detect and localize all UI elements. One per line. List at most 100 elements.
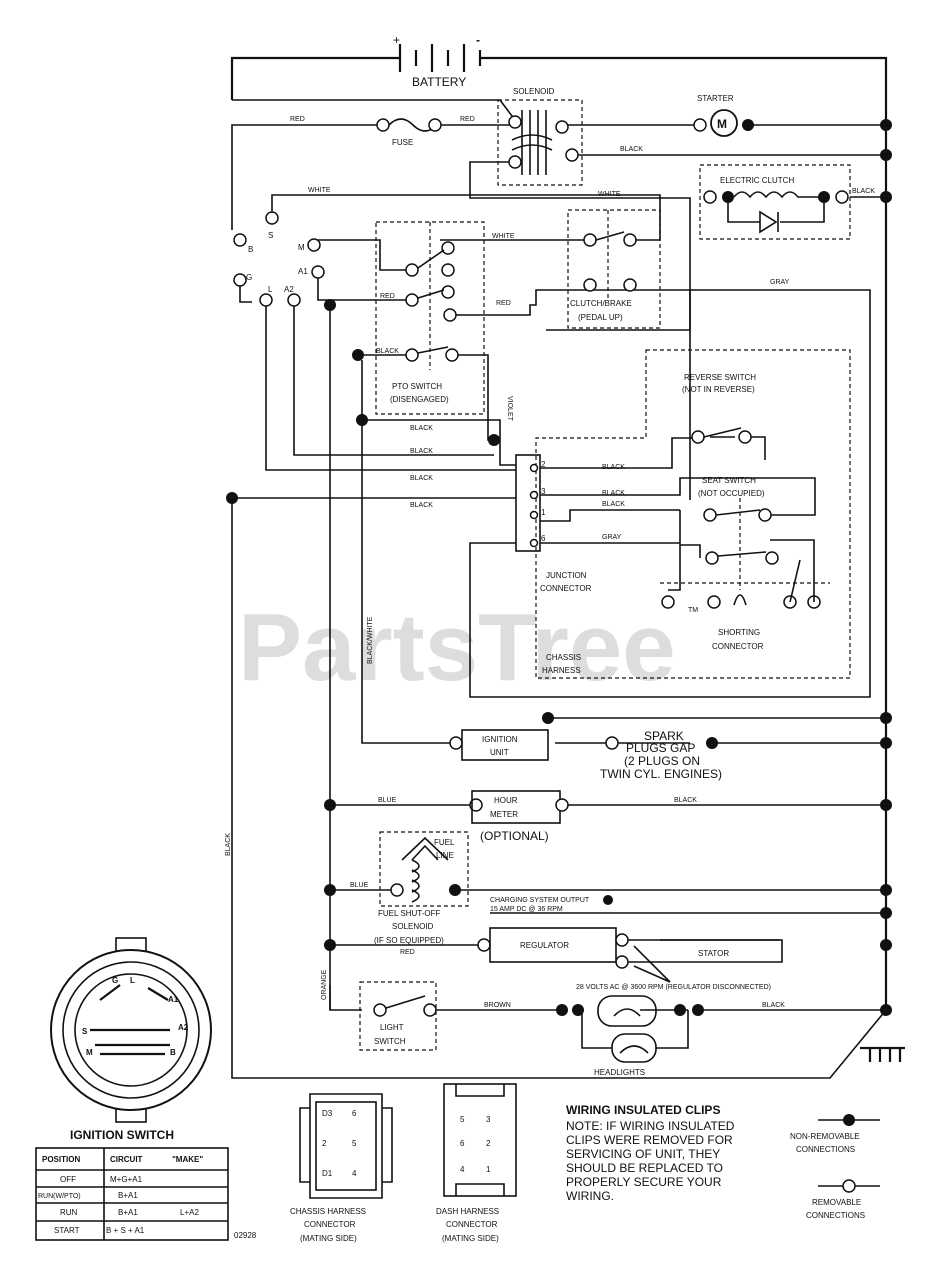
fuel-solenoid-line1: FUEL SHUT-OFF (378, 909, 440, 918)
regulator-label: REGULATOR (520, 941, 569, 950)
switch-term-L: L (130, 976, 135, 985)
ignition-switch-title: IGNITION SWITCH (70, 1128, 174, 1142)
charging-line1: CHARGING SYSTEM OUTPUT (490, 897, 590, 904)
fuel-solenoid-line3: (IF SO EQUIPPED) (374, 936, 444, 945)
solenoid: SOLENOID (497, 87, 583, 186)
dash-connector-line3: (MATING SIDE) (442, 1234, 499, 1243)
switch-term-A1: A1 (168, 995, 179, 1004)
ignition-unit: IGNITION UNIT SPARK PLUGS GAP (2 PLUGS O… (449, 712, 722, 781)
wire-label: WHITE (598, 191, 621, 198)
ignition-switch-terminals: S M B A1 G L A2 (233, 211, 325, 307)
wire-label: BLACK (376, 348, 399, 355)
table-cell: RUN(W/PTO) (38, 1193, 81, 1200)
dash-pin: 2 (486, 1139, 491, 1148)
junction-pin: 6 (541, 534, 546, 543)
wire-label: BLACK (410, 502, 433, 509)
clutch-brake-line2: (PEDAL UP) (578, 313, 623, 322)
dash-pin: 3 (486, 1115, 491, 1124)
wire-label: BLACK (620, 146, 643, 153)
diagram-number: 02928 (234, 1231, 257, 1240)
pto-switch-line1: PTO SWITCH (392, 382, 442, 391)
wire-label: BLACK (602, 490, 625, 497)
wire-label: BLACK (852, 188, 875, 195)
wire-label: BLACK (225, 833, 232, 856)
legend-non-removable-line1: NON-REMOVABLE (790, 1132, 860, 1141)
fuse: FUSE (376, 118, 442, 147)
stator-label: STATOR (698, 949, 729, 958)
hour-meter: HOUR METER (OPTIONAL) (469, 790, 569, 843)
watermark: PartsTree (238, 594, 676, 701)
ac-note: 28 VOLTS AC @ 3600 RPM (REGULATOR DISCON… (576, 984, 771, 991)
table-cell: OFF (60, 1175, 76, 1184)
starter-label: STARTER (697, 94, 734, 103)
battery-minus: - (476, 33, 480, 47)
ignition-switch-table: POSITION CIRCUIT "MAKE" OFF M+G+A1 RUN(W… (35, 1147, 257, 1241)
seat-switch-line2: (NOT OCCUPIED) (698, 489, 765, 498)
table-cell: M+G+A1 (110, 1175, 143, 1184)
clips-note-line: NOTE: IF WIRING INSULATED (566, 1119, 735, 1133)
wire-label: BLUE (378, 797, 397, 804)
table-cell: B+A1 (118, 1208, 138, 1217)
term-S: S (268, 231, 273, 240)
chassis-connector-line2: CONNECTOR (304, 1220, 356, 1229)
chassis-pin: 6 (352, 1109, 357, 1118)
dash-connector-line1: DASH HARNESS (436, 1207, 499, 1216)
term-M: M (298, 243, 305, 252)
switch-term-A2: A2 (178, 1023, 189, 1032)
wire-label: BLACK (762, 1002, 785, 1009)
battery: + - BATTERY (393, 33, 482, 89)
chassis-connector-line1: CHASSIS HARNESS (290, 1207, 366, 1216)
light-switch-line2: SWITCH (374, 1037, 406, 1046)
hour-meter-line3: (OPTIONAL) (480, 829, 549, 843)
switch-term-G: G (112, 976, 118, 985)
spark-line1: SPARK (644, 729, 684, 743)
dash-pin: 1 (486, 1165, 491, 1174)
electric-clutch-label: ELECTRIC CLUTCH (720, 176, 794, 185)
fuse-label: FUSE (392, 138, 413, 147)
wire-label: BLUE (350, 882, 369, 889)
table-cell: START (54, 1226, 80, 1235)
fuel-line-line2: LINE (436, 851, 454, 860)
hour-meter-line2: METER (490, 810, 518, 819)
regulator: CHARGING SYSTEM OUTPUT 15 AMP DC @ 36 RP… (477, 895, 783, 991)
switch-term-S: S (82, 1027, 88, 1036)
chassis-pin: 4 (352, 1169, 357, 1178)
main-wires (230, 56, 905, 1079)
wire-label: WHITE (308, 187, 331, 194)
junction-line1: JUNCTION (546, 571, 587, 580)
dash-pin: 4 (460, 1165, 465, 1174)
chassis-pin: D3 (322, 1109, 333, 1118)
fuel-solenoid: FUEL LINE FUEL SHUT-OFF SOLENOID (IF SO … (374, 831, 469, 945)
clutch-brake-line1: CLUTCH/BRAKE (570, 299, 632, 308)
hour-meter-line1: HOUR (494, 796, 518, 805)
term-A1: A1 (298, 267, 308, 276)
legend-non-removable-dot (843, 1114, 855, 1126)
clips-note-line: CLIPS WERE REMOVED FOR (566, 1133, 733, 1147)
watermark-tm: TM (688, 607, 698, 614)
fuel-solenoid-line2: SOLENOID (392, 922, 434, 931)
table-header: POSITION (42, 1155, 80, 1164)
wire-labels: RED RED BLACK WHITE WHITE WHITE BLACK GR… (225, 116, 875, 1009)
wire-label: BLACK (410, 475, 433, 482)
wire-label: ORANGE (321, 969, 328, 1000)
dash-pin: 6 (460, 1139, 465, 1148)
switch-term-B: B (170, 1048, 176, 1057)
pto-switch: PTO SWITCH (DISENGAGED) (375, 221, 485, 415)
shorting-connector-line1: SHORTING (718, 628, 760, 637)
wire-label: VIOLET (506, 396, 513, 422)
ignition-unit-line2: UNIT (490, 748, 509, 757)
reverse-switch-line2: (NOT IN REVERSE) (682, 385, 755, 394)
junction-line2: CONNECTOR (540, 584, 592, 593)
solenoid-label: SOLENOID (513, 87, 555, 96)
wire-label: BROWN (484, 1002, 511, 1009)
clips-note-line: SERVICING OF UNIT, THEY (566, 1147, 720, 1161)
chassis-pin: 2 (322, 1139, 327, 1148)
light-switch: LIGHT SWITCH (359, 981, 437, 1051)
junction-pin: 2 (541, 460, 546, 469)
dash-connector-line2: CONNECTOR (446, 1220, 498, 1229)
wire-label: GRAY (602, 534, 622, 541)
wire-label: BLACK (410, 448, 433, 455)
spark-line4: TWIN CYL. ENGINES) (600, 767, 722, 781)
